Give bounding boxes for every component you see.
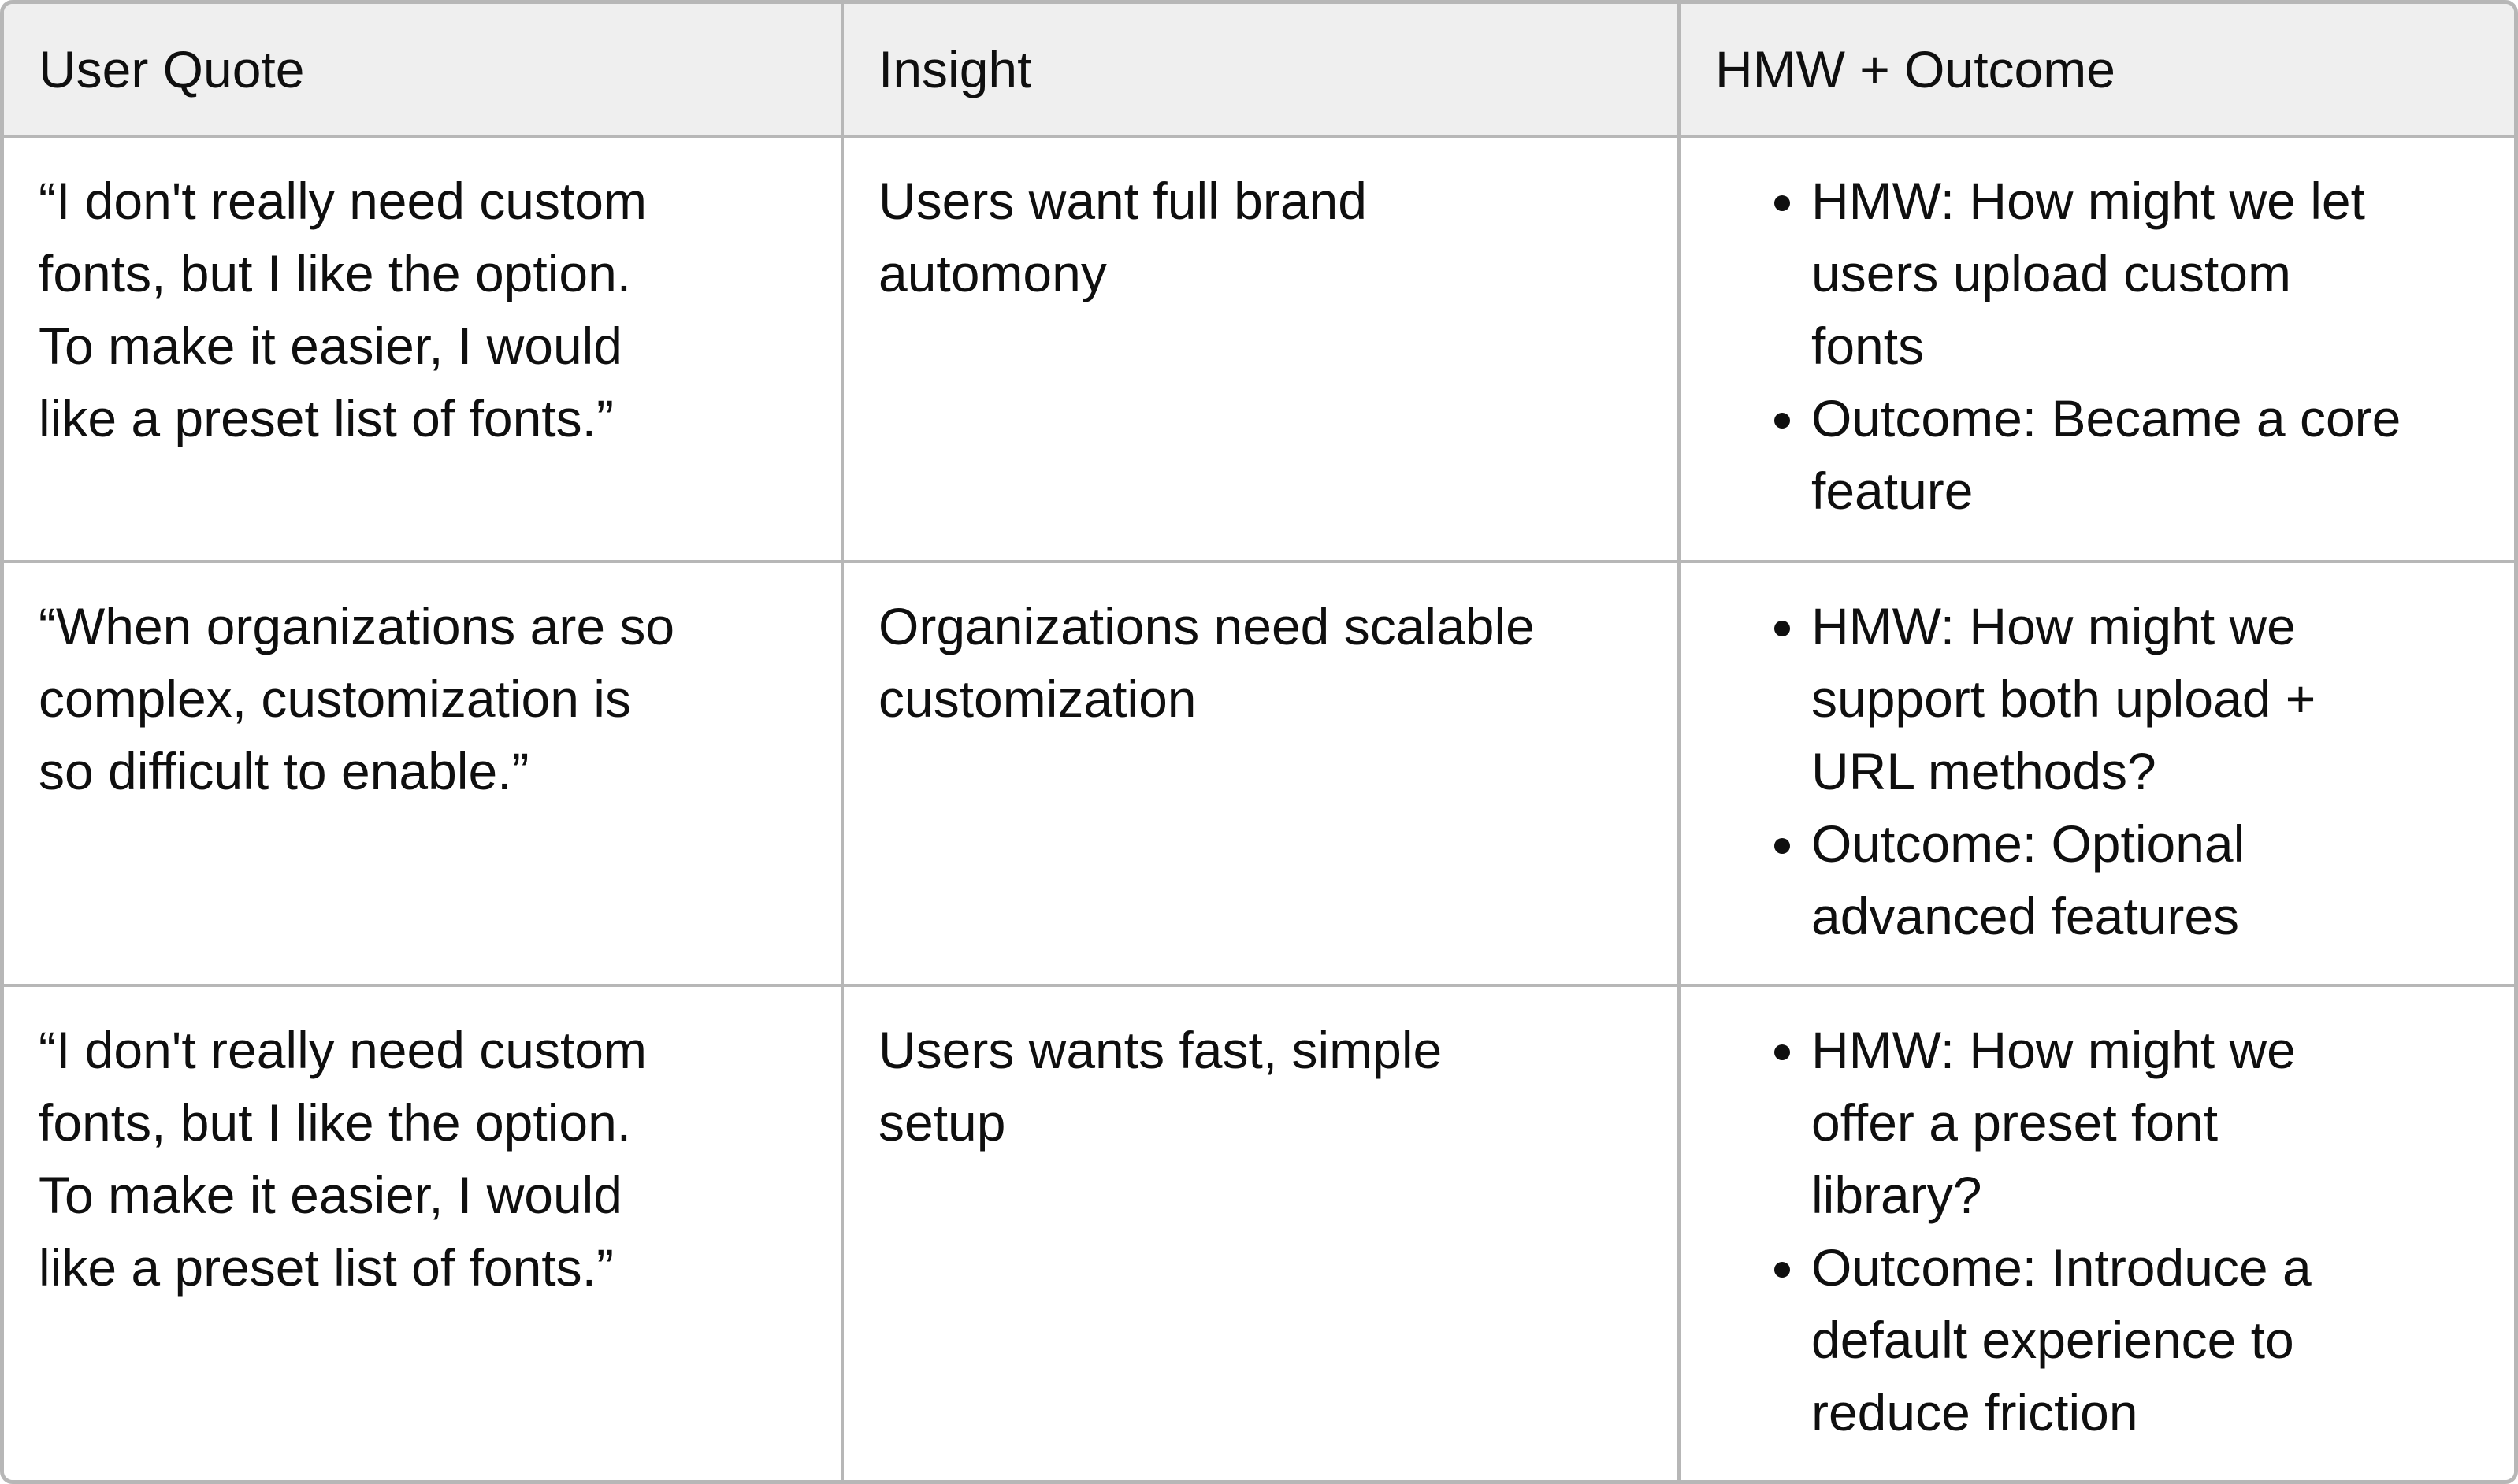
header-cell-insight: Insight (841, 4, 1677, 138)
outcome-bullet-item: Outcome: Optional advanced features (1811, 807, 2479, 952)
cell-hmw-outcome: HMW: How might we let users upload custo… (1677, 138, 2514, 563)
cell-hmw-outcome: HMW: How might we offer a preset font li… (1677, 987, 2514, 1480)
cell-user-quote: “I don't really need custom fonts, but I… (4, 138, 841, 563)
header-cell-hmw-outcome: HMW + Outcome (1677, 4, 2514, 138)
research-table: User Quote Insight HMW + Outcome “I don'… (4, 4, 2514, 1480)
hmw-outcome-list: HMW: How might we offer a preset font li… (1715, 1014, 2479, 1449)
cell-user-quote: “When organizations are so complex, cust… (4, 563, 841, 987)
table-row: “When organizations are so complex, cust… (4, 563, 2514, 987)
hmw-outcome-list: HMW: How might we let users upload custo… (1715, 165, 2479, 527)
header-cell-user-quote: User Quote (4, 4, 841, 138)
outcome-bullet-item: Outcome: Became a core feature (1811, 382, 2479, 527)
hmw-bullet-item: HMW: How might we support both upload + … (1811, 590, 2479, 807)
cell-insight: Organizations need scalable customizatio… (841, 563, 1677, 987)
hmw-bullet-item: HMW: How might we offer a preset font li… (1811, 1014, 2479, 1231)
table-header: User Quote Insight HMW + Outcome (4, 4, 2514, 138)
table-row: “I don't really need custom fonts, but I… (4, 987, 2514, 1480)
header-row: User Quote Insight HMW + Outcome (4, 4, 2514, 138)
hmw-bullet-item: HMW: How might we let users upload custo… (1811, 165, 2479, 382)
table-body: “I don't really need custom fonts, but I… (4, 138, 2514, 1480)
cell-hmw-outcome: HMW: How might we support both upload + … (1677, 563, 2514, 987)
cell-insight: Users want full brand automony (841, 138, 1677, 563)
table-row: “I don't really need custom fonts, but I… (4, 138, 2514, 563)
cell-user-quote: “I don't really need custom fonts, but I… (4, 987, 841, 1480)
cell-insight: Users wants fast, simple setup (841, 987, 1677, 1480)
hmw-outcome-list: HMW: How might we support both upload + … (1715, 590, 2479, 952)
outcome-bullet-item: Outcome: Introduce a default experience … (1811, 1231, 2479, 1449)
